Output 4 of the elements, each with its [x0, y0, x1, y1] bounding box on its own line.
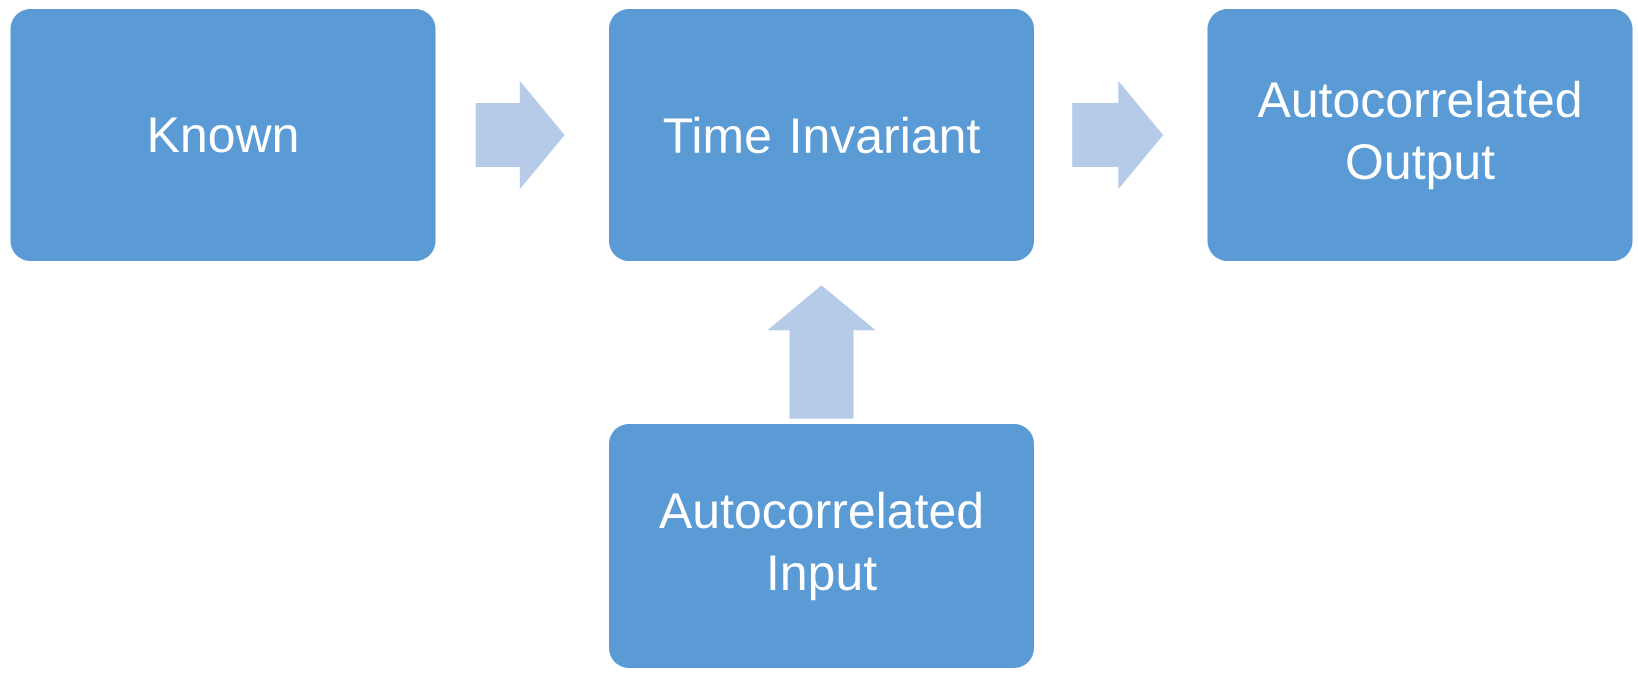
process-box: Autocorrelated Input [609, 424, 1034, 668]
process-box: Autocorrelated Output [1207, 9, 1633, 261]
process-box: Known [10, 9, 436, 261]
process-box: Time Invariant [609, 9, 1034, 261]
